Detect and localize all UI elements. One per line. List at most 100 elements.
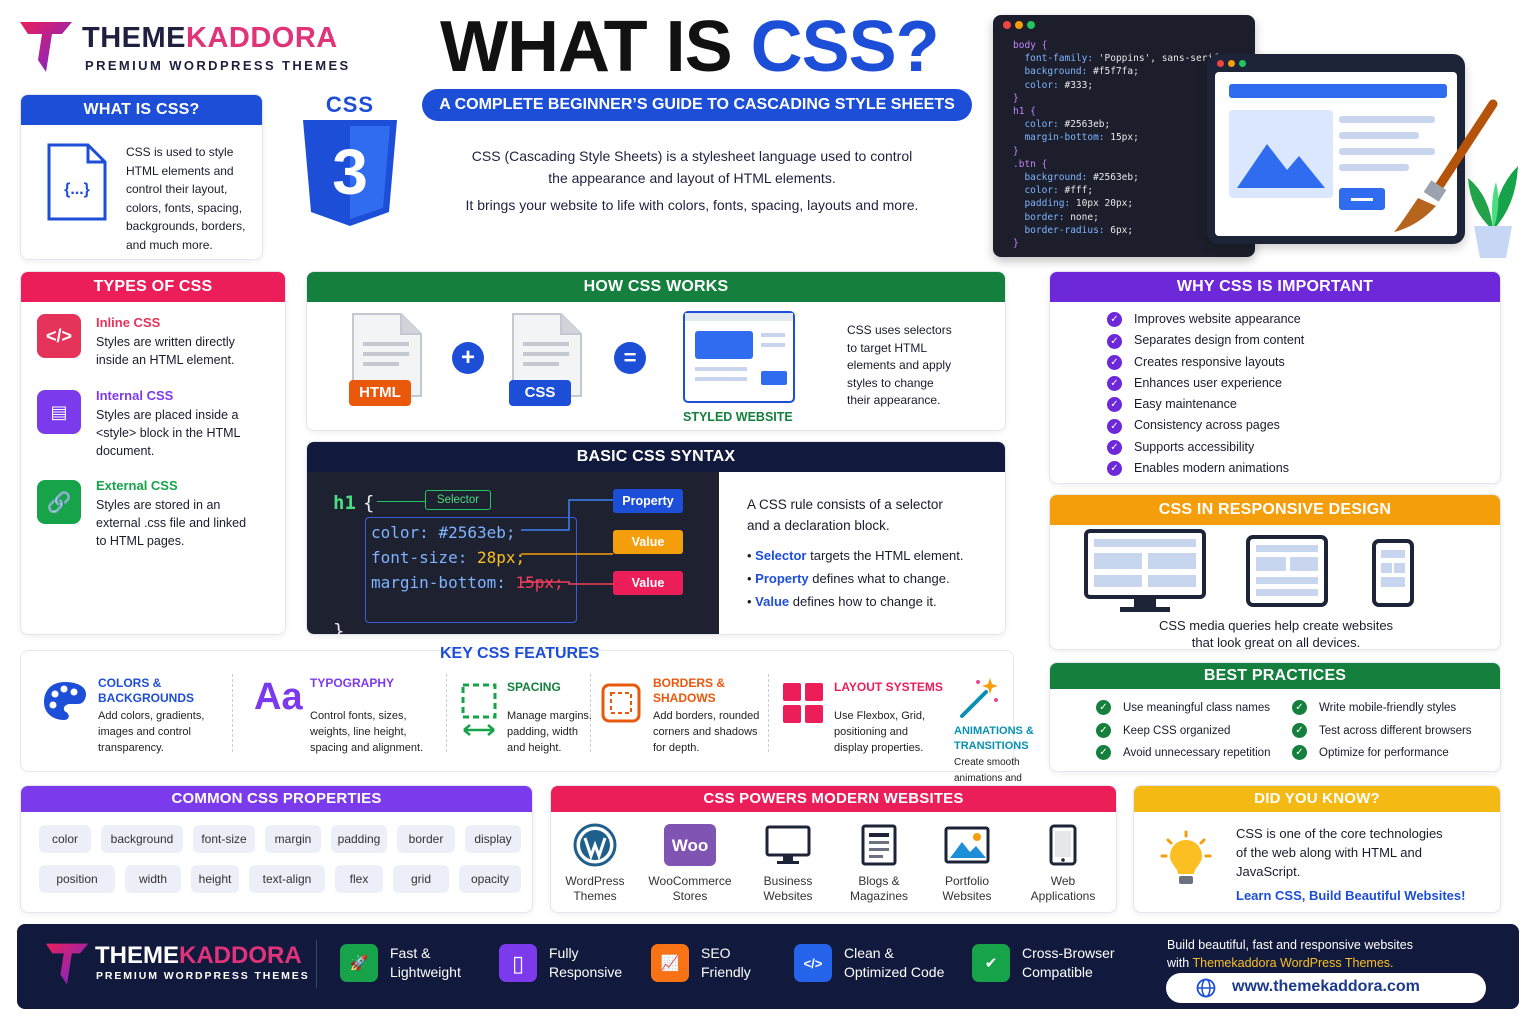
desktop-icon — [1084, 529, 1206, 612]
code-lines: body { font-family: 'Poppins', sans-seri… — [1013, 39, 1225, 250]
checklist-text: Separates design from content — [1134, 333, 1305, 348]
know-cta: Learn CSS, Build Beautiful Websites! — [1236, 888, 1466, 903]
link-icon: 🔗 — [37, 480, 81, 524]
know-card: DID YOU KNOW? CSS is one of the core tec… — [1133, 785, 1501, 913]
prop-pill: position — [39, 865, 115, 893]
code-line: padding: 10px 20px; — [1013, 198, 1134, 210]
syntax-code-panel: h1 { Selector color: #2563eb; font-size:… — [307, 472, 719, 634]
lightbulb-icon — [1160, 830, 1212, 884]
spacing-icon — [461, 683, 497, 736]
syntax-bullets: • Selector targets the HTML element. • P… — [747, 548, 964, 609]
prop-pill: width — [125, 865, 181, 893]
plus-icon: + — [452, 342, 484, 374]
checklist-text: Easy maintenance — [1134, 397, 1237, 412]
rocket-icon: 🚀 — [340, 944, 378, 982]
code-line: h1 { — [1013, 106, 1036, 118]
subtitle-banner: A COMPLETE BEGINNER’S GUIDE TO CASCADING… — [422, 89, 972, 121]
type-title-internal: Internal CSS — [96, 388, 174, 403]
code-line: border: none; — [1013, 211, 1099, 223]
feature-layout-title: LAYOUT SYSTEMS — [834, 680, 943, 694]
checklist-text: Enhances user experience — [1134, 375, 1283, 390]
features-header: KEY CSS FEATURES — [440, 645, 600, 662]
monitor-icon — [765, 825, 811, 864]
feature-typography-title: TYPOGRAPHY — [310, 676, 395, 690]
checklist-text: Supports accessibility — [1134, 439, 1255, 454]
brand-tagline: PREMIUM WORDPRESS THEMES — [85, 58, 351, 73]
checklist-text: Avoid unnecessary repetition — [1123, 747, 1271, 759]
checklist-item: ✓Use meaningful class names — [1096, 697, 1270, 720]
footer-feature-fast: 🚀 Fast &Lightweight — [340, 940, 461, 986]
check-icon: ✓ — [1107, 439, 1122, 455]
why-card: WHY CSS IS IMPORTANT ✓Improves website a… — [1049, 271, 1501, 484]
footer-brand-name: THEMEKADDORA — [95, 942, 302, 969]
chart-growth-icon: 📈 — [651, 944, 689, 982]
checklist-text: Write mobile-friendly styles — [1319, 702, 1457, 714]
brand-logo[interactable]: THEMEKADDORA PREMIUM WORDPRESS THEMES — [18, 18, 358, 78]
check-icon: ✓ — [1107, 418, 1122, 434]
css3-logo: CSS 3 — [300, 92, 400, 228]
page-title: WHAT IS CSS? — [440, 6, 940, 88]
types-card: TYPES OF CSS </> Inline CSS Styles are w… — [20, 271, 286, 635]
prop-pill: background — [101, 825, 183, 853]
code-line: } — [1013, 145, 1019, 157]
checklist-item: ✓Optimize for performance — [1292, 742, 1472, 765]
feature-colors-desc: Add colors, gradients,images and control… — [98, 710, 205, 754]
brand-name: THEME — [82, 22, 186, 54]
props-card: COMMON CSS PROPERTIES color background f… — [20, 785, 533, 913]
property-tag: Property — [613, 489, 683, 513]
checklist-text: Optimize for performance — [1319, 747, 1449, 759]
checklist-text: Keep CSS organized — [1123, 724, 1231, 737]
css-label: CSS — [509, 380, 571, 406]
checklist-item: ✓Consistency across pages — [1107, 415, 1304, 436]
wordpress-icon — [573, 823, 617, 867]
type-title-inline: Inline CSS — [96, 315, 161, 330]
mobile-icon — [1372, 539, 1414, 607]
paintbrush-icon — [1394, 99, 1498, 232]
checklist-item: ✓Test across different browsers — [1292, 720, 1472, 743]
best-right-list: ✓Write mobile-friendly styles✓Test acros… — [1292, 697, 1472, 765]
tablet-icon — [1246, 535, 1328, 607]
globe-icon — [1196, 978, 1216, 998]
feature-borders-title: BORDERS &SHADOWS — [653, 676, 726, 705]
website-url-button[interactable]: www.themekaddora.com — [1166, 973, 1486, 1003]
feature-animations-title: ANIMATIONS &TRANSITIONS — [954, 725, 1034, 752]
title-part2: CSS? — [750, 7, 940, 87]
responsive-header: CSS IN RESPONSIVE DESIGN — [1050, 495, 1500, 525]
prop-pill: font-size — [193, 825, 255, 853]
code-line: margin-bottom: 15px; — [1013, 132, 1139, 144]
checklist-item: ✓Creates responsive layouts — [1107, 352, 1304, 373]
check-icon: ✓ — [1096, 745, 1111, 761]
best-left-list: ✓Use meaningful class names✓Keep CSS org… — [1096, 697, 1270, 765]
checklist-text: Test across different browsers — [1319, 724, 1472, 737]
typography-icon: Aa — [254, 676, 303, 718]
types-header: TYPES OF CSS — [21, 272, 285, 302]
prop-pill: grid — [393, 865, 449, 893]
shield-check-icon: ✔ — [972, 944, 1010, 982]
check-icon: ✓ — [1096, 700, 1111, 716]
woocommerce-icon: Woo — [664, 824, 716, 866]
prop-pill: height — [191, 865, 239, 893]
palette-icon — [44, 682, 86, 720]
checklist-item: ✓Write mobile-friendly styles — [1292, 697, 1472, 720]
syntax-header: BASIC CSS SYNTAX — [307, 442, 1005, 472]
layout-grid-icon — [783, 683, 823, 723]
value-tag-2: Value — [613, 571, 683, 595]
prop-pill: margin — [265, 825, 321, 853]
check-icon: ✓ — [1107, 461, 1122, 477]
check-icon: ✓ — [1107, 376, 1122, 392]
html-file-icon — [352, 313, 422, 397]
why-list: ✓Improves website appearance✓Separates d… — [1107, 309, 1304, 479]
code-line: } — [1013, 92, 1019, 104]
styled-website-label: STYLED WEBSITE — [683, 410, 793, 424]
